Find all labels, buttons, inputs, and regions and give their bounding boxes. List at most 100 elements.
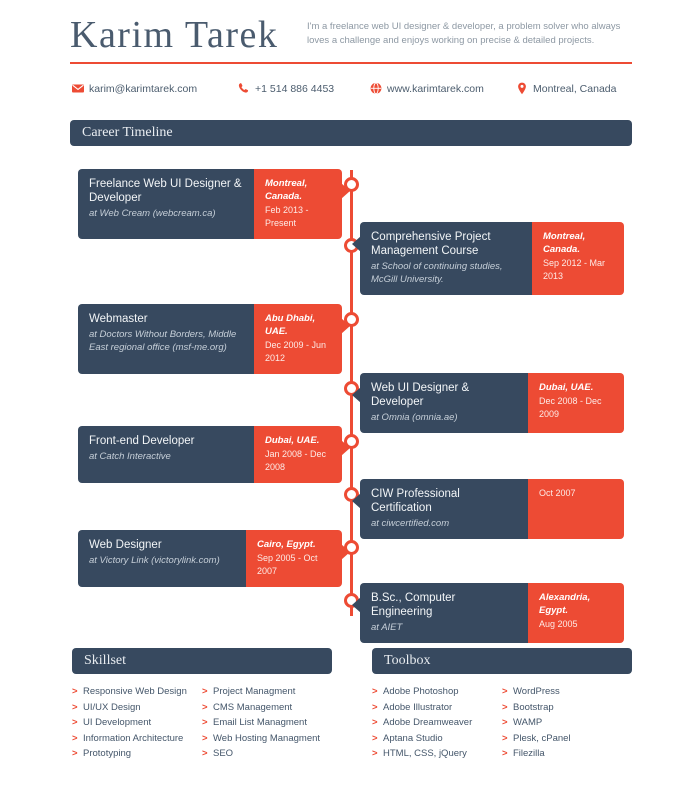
timeline-card-title: Comprehensive Project Management Course	[371, 231, 491, 257]
list-item[interactable]: >Adobe Illustrator	[372, 700, 502, 716]
contact-email-label: karim@karimtarek.com	[89, 82, 198, 95]
timeline-card-title: Freelance Web UI Designer & Developer	[89, 178, 242, 204]
list-item[interactable]: >Prototyping	[72, 746, 202, 762]
chevron-right-icon: >	[202, 686, 208, 697]
timeline-card-subtitle: at Victory Link (victorylink.com)	[89, 555, 220, 566]
list-item[interactable]: >WAMP	[502, 715, 632, 731]
skillset-column-2: >Project Managment >CMS Management >Emai…	[202, 684, 332, 762]
chevron-right-icon: >	[202, 732, 208, 744]
timeline-card-title: Web Designer	[89, 539, 162, 551]
chevron-right-icon: >	[72, 732, 78, 744]
career-timeline-heading-bar: Career Timeline	[70, 120, 632, 146]
list-item[interactable]: >Adobe Dreamweaver	[372, 715, 502, 731]
timeline-card-pointer	[352, 387, 361, 403]
timeline-card-subtitle: at School of continuing studies, McGill …	[371, 261, 503, 285]
contact-location-label: Montreal, Canada	[533, 82, 617, 95]
timeline-card-body: CIW Professional Certification at ciwcer…	[360, 479, 528, 539]
list-item[interactable]: >Aptana Studio	[372, 731, 502, 747]
timeline-card[interactable]: Web Designer at Victory Link (victorylin…	[78, 530, 350, 587]
timeline-card-date: Sep 2005 - Oct 2007	[257, 553, 318, 576]
timeline-card-pointer	[352, 597, 361, 613]
list-item[interactable]: >HTML, CSS, jQuery	[372, 746, 502, 762]
list-item[interactable]: >Project Managment	[202, 684, 332, 700]
list-item[interactable]: >WordPress	[502, 684, 632, 700]
contact-row: karim@karimtarek.com +1 514 886 4453 www…	[70, 82, 632, 108]
timeline-card-place: Abu Dhabi, UAE.	[265, 313, 316, 337]
list-item[interactable]: >Filezilla	[502, 746, 632, 762]
chevron-right-icon: >	[502, 732, 508, 744]
list-item[interactable]: >Information Architecture	[72, 731, 202, 747]
timeline-card-meta: Oct 2007	[528, 479, 624, 539]
timeline-card-place: Dubai, UAE.	[265, 435, 320, 446]
contact-location[interactable]: Montreal, Canada	[516, 82, 616, 95]
timeline-card-meta: Montreal, Canada. Feb 2013 - Present	[254, 169, 342, 239]
timeline-card[interactable]: Comprehensive Project Management Course …	[352, 222, 624, 295]
list-item[interactable]: >Adobe Photoshop	[372, 684, 502, 700]
timeline-card-date: Feb 2013 - Present	[265, 205, 309, 228]
timeline-card-subtitle: at AIET	[371, 622, 403, 633]
timeline-card-subtitle: at Doctors Without Borders, Middle East …	[89, 329, 237, 353]
resume-page: Karim Tarek I'm a freelance web UI desig…	[70, 0, 632, 788]
timeline-card-title: CIW Professional Certification	[371, 488, 460, 514]
list-item[interactable]: >Web Hosting Managment	[202, 731, 332, 747]
timeline-card-body: Web Designer at Victory Link (victorylin…	[78, 530, 246, 587]
timeline-card-date: Jan 2008 - Dec 2008	[265, 449, 327, 472]
timeline-card[interactable]: Freelance Web UI Designer & Developer at…	[78, 169, 350, 239]
career-timeline-heading: Career Timeline	[70, 120, 632, 146]
skillset-heading: Skillset	[72, 648, 332, 674]
timeline-card-title: B.Sc., Computer Engineering	[371, 592, 456, 618]
list-item[interactable]: >UI Development	[72, 715, 202, 731]
timeline-card[interactable]: CIW Professional Certification at ciwcer…	[352, 479, 624, 539]
list-item[interactable]: >Responsive Web Design	[72, 684, 202, 700]
chevron-right-icon: >	[202, 701, 208, 713]
page-title: Karim Tarek	[70, 14, 279, 56]
envelope-icon	[72, 82, 84, 95]
timeline-card-place: Cairo, Egypt.	[257, 539, 316, 550]
timeline-card-meta: Montreal, Canada. Sep 2012 - Mar 2013	[532, 222, 624, 295]
skillset-section: Skillset >Responsive Web Design >UI/UX D…	[72, 648, 332, 762]
toolbox-heading: Toolbox	[372, 648, 632, 674]
chevron-right-icon: >	[372, 748, 378, 759]
timeline-card-place: Dubai, UAE.	[539, 382, 594, 393]
toolbox-column-1: >Adobe Photoshop >Adobe Illustrator >Ado…	[372, 684, 502, 762]
timeline-card-date: Sep 2012 - Mar 2013	[543, 258, 606, 281]
timeline-card[interactable]: Front-end Developer at Catch Interactive…	[78, 426, 350, 483]
contact-email[interactable]: karim@karimtarek.com	[72, 82, 197, 95]
chevron-right-icon: >	[202, 717, 208, 728]
list-item[interactable]: >Plesk, cPanel	[502, 731, 632, 747]
list-item[interactable]: >CMS Management	[202, 700, 332, 716]
chevron-right-icon: >	[202, 748, 208, 759]
list-item[interactable]: >SEO	[202, 746, 332, 762]
chevron-right-icon: >	[72, 717, 78, 728]
timeline-card-place: Montreal, Canada.	[265, 178, 308, 202]
timeline-card-pointer	[341, 318, 350, 334]
timeline-card-body: B.Sc., Computer Engineering at AIET	[360, 583, 528, 643]
timeline-card-date: Oct 2007	[539, 488, 576, 498]
toolbox-section: Toolbox >Adobe Photoshop >Adobe Illustra…	[372, 648, 632, 762]
contact-phone[interactable]: +1 514 886 4453	[238, 82, 334, 95]
contact-website[interactable]: www.karimtarek.com	[370, 82, 484, 95]
timeline-card-body: Web UI Designer & Developer at Omnia (om…	[360, 373, 528, 433]
timeline-card-subtitle: at Omnia (omnia.ae)	[371, 412, 458, 423]
list-item[interactable]: >UI/UX Design	[72, 700, 202, 716]
timeline-card-meta: Alexandria, Egypt. Aug 2005	[528, 583, 624, 643]
contact-website-label: www.karimtarek.com	[387, 82, 484, 95]
chevron-right-icon: >	[72, 701, 78, 713]
timeline-card-date: Dec 2009 - Jun 2012	[265, 340, 327, 363]
chevron-right-icon: >	[502, 701, 508, 713]
timeline-card-place: Alexandria, Egypt.	[539, 592, 591, 616]
timeline-card[interactable]: Web UI Designer & Developer at Omnia (om…	[352, 373, 624, 433]
list-item[interactable]: >Bootstrap	[502, 700, 632, 716]
timeline-card-title: Web UI Designer & Developer	[371, 382, 470, 408]
timeline-body: Freelance Web UI Designer & Developer at…	[70, 160, 632, 643]
chevron-right-icon: >	[502, 717, 508, 728]
timeline-card[interactable]: B.Sc., Computer Engineering at AIET Alex…	[352, 583, 624, 643]
timeline-card-pointer	[352, 493, 361, 509]
timeline-card-place: Montreal, Canada.	[543, 231, 586, 255]
timeline-card-title: Webmaster	[89, 313, 148, 325]
globe-icon	[370, 82, 382, 95]
timeline-card[interactable]: Webmaster at Doctors Without Borders, Mi…	[78, 304, 350, 374]
timeline-card-meta: Dubai, UAE. Jan 2008 - Dec 2008	[254, 426, 342, 483]
skillset-column-1: >Responsive Web Design >UI/UX Design >UI…	[72, 684, 202, 762]
list-item[interactable]: >Email List Managment	[202, 715, 332, 731]
